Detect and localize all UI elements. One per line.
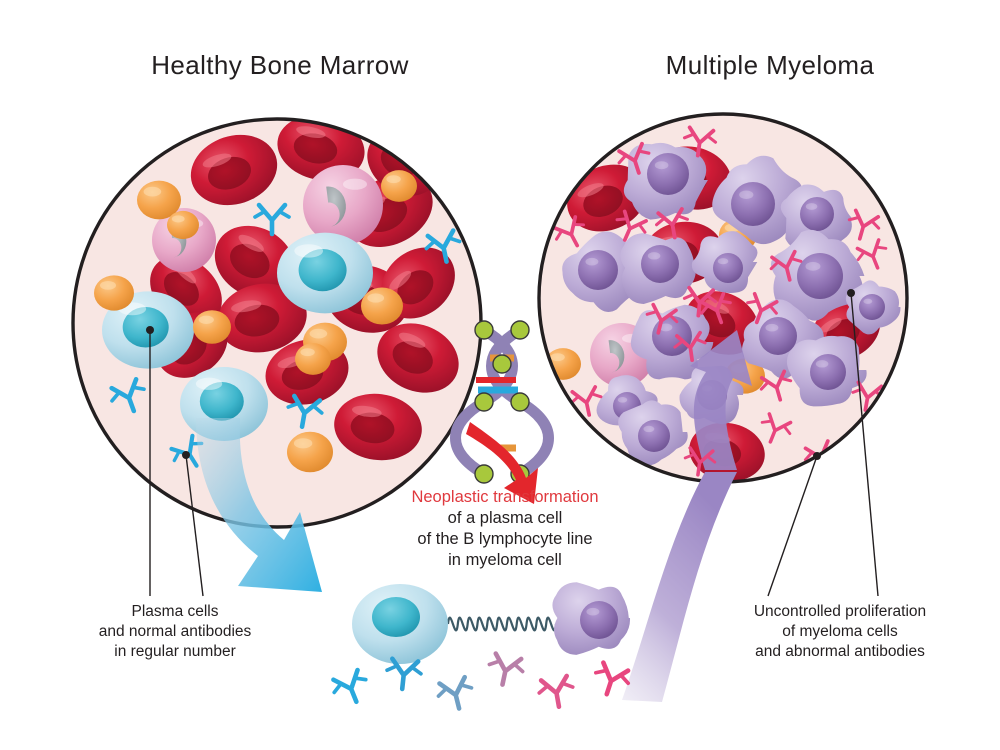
antibody xyxy=(487,651,525,687)
panel-multiple-myeloma xyxy=(537,112,909,597)
antibody xyxy=(615,209,648,242)
antibody xyxy=(253,202,291,237)
antibody xyxy=(682,125,718,158)
center-transformation-sequence xyxy=(331,582,631,711)
myeloma-cell xyxy=(712,155,803,245)
platelet xyxy=(295,343,331,375)
dna-helix xyxy=(450,320,554,504)
antibody xyxy=(569,385,603,417)
platelet xyxy=(381,170,417,202)
antibody xyxy=(436,674,474,711)
antibody xyxy=(699,291,732,325)
proliferation-arrow-purple-inner xyxy=(690,330,752,470)
white-blood-cell xyxy=(303,165,383,245)
caption-right-line-1: Uncontrolled proliferation xyxy=(753,603,927,620)
center-antibody-gradient-group xyxy=(331,651,631,711)
caption-left-line-1: Plasma cells xyxy=(131,603,219,620)
normal-antibody-group xyxy=(109,202,462,468)
caption-left: Plasma cells and normal antibodies in re… xyxy=(30,602,320,662)
platelet xyxy=(193,310,231,344)
antibody xyxy=(537,673,575,710)
myeloma-cell xyxy=(618,400,688,466)
caption-center-line-2: of a plasma cell xyxy=(447,509,563,527)
antibody xyxy=(847,208,881,241)
proliferation-arrow-purple xyxy=(622,472,737,702)
platelet xyxy=(287,431,333,473)
leader-line xyxy=(182,451,204,597)
platelet-group xyxy=(94,170,417,473)
antibody xyxy=(286,393,324,430)
caption-center: Neoplastic transformation of a plasma ce… xyxy=(330,487,680,571)
red-blood-cell xyxy=(377,323,459,393)
caption-left-line-3: in regular number xyxy=(114,643,236,660)
leader-line xyxy=(847,289,879,597)
antibody xyxy=(593,660,631,697)
transformation-arrow-blue xyxy=(196,418,322,592)
caption-center-highlight: Neoplastic transformation xyxy=(411,488,599,506)
red-blood-cell xyxy=(277,120,365,181)
platelet xyxy=(361,287,403,325)
antibody xyxy=(760,412,793,444)
caption-left-line-2: and normal antibodies xyxy=(98,623,252,640)
antibody xyxy=(851,380,885,412)
antibody xyxy=(109,376,146,414)
leader-line xyxy=(146,326,154,596)
panel-healthy-bone-marrow xyxy=(71,117,483,597)
antibody xyxy=(746,291,779,325)
platelet xyxy=(94,275,134,311)
myeloma-leader-lines xyxy=(767,289,879,597)
myeloma-cell xyxy=(845,280,901,335)
antibody xyxy=(424,228,462,264)
myeloma-cell xyxy=(623,142,708,220)
myeloma-cell xyxy=(552,582,631,655)
antibody xyxy=(682,285,718,318)
antibody xyxy=(683,446,717,477)
antibody xyxy=(617,141,651,175)
page-title-healthy: Healthy Bone Marrow xyxy=(151,50,409,80)
antibody xyxy=(759,369,793,402)
antibody xyxy=(673,330,707,363)
center-myeloma-cell xyxy=(552,582,631,655)
antibody xyxy=(645,302,679,335)
red-blood-cell xyxy=(334,393,422,461)
caption-center-line-3: of the B lymphocyte line xyxy=(417,530,593,548)
mutation-arrow xyxy=(466,422,538,504)
plasma-cell xyxy=(277,232,373,314)
healthy-leader-lines xyxy=(146,326,204,597)
antibody xyxy=(552,215,585,248)
page-title-myeloma: Multiple Myeloma xyxy=(665,50,875,80)
caption-center-line-4: in myeloma cell xyxy=(448,551,562,569)
myeloma-cell xyxy=(780,184,852,252)
platelet xyxy=(167,210,199,240)
antibody xyxy=(769,249,803,282)
cell-connector-spring xyxy=(446,616,558,632)
myeloma-cell xyxy=(691,231,758,293)
myeloma-cell xyxy=(620,233,696,304)
healthy-cell-field xyxy=(94,120,462,473)
antibody xyxy=(331,667,368,705)
red-blood-cell xyxy=(214,225,296,299)
plasma-cell-group xyxy=(102,232,373,441)
caption-right: Uncontrolled proliferation of myeloma ce… xyxy=(690,602,990,662)
red-blood-cell xyxy=(190,134,278,206)
myeloma-cell xyxy=(786,335,867,407)
center-plasma-cell xyxy=(352,584,448,664)
caption-right-line-3: and abnormal antibodies xyxy=(755,643,925,660)
caption-right-line-2: of myeloma cells xyxy=(782,623,898,640)
platelet xyxy=(137,180,181,220)
antibody xyxy=(655,207,689,240)
leader-line xyxy=(767,452,821,597)
myeloma-cell-field xyxy=(545,125,901,481)
red-blood-cell xyxy=(217,283,307,353)
antibody xyxy=(385,656,423,692)
antibody xyxy=(855,238,888,270)
